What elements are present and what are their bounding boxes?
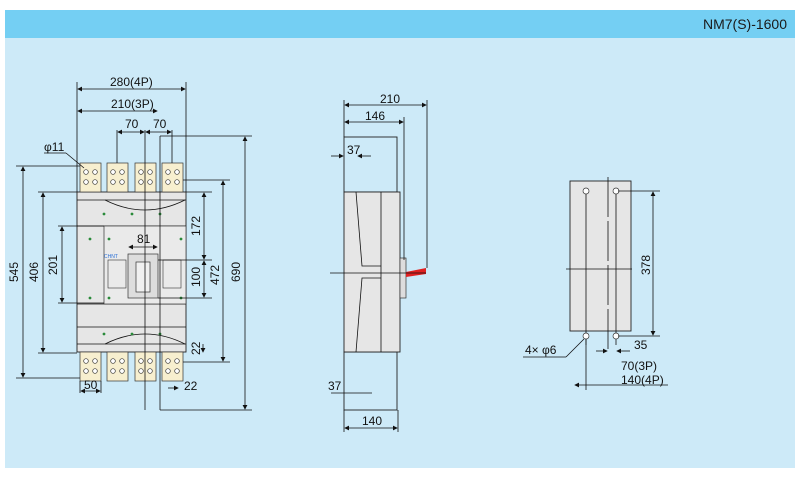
brand-label: CHNT — [104, 254, 118, 260]
terminal-hole — [174, 368, 180, 374]
dim-4x-phi-6: 4× φ6 — [525, 343, 557, 357]
terminal-hole — [110, 179, 116, 185]
terminal-hole — [83, 179, 89, 185]
terminal-hole — [119, 368, 125, 374]
terminal-hole — [83, 358, 89, 364]
terminal-hole — [83, 368, 89, 374]
dim-472: 472 — [208, 265, 222, 285]
dim-37-bottom: 37 — [328, 379, 342, 393]
mounting-holes — [582, 187, 620, 340]
terminal-hole — [147, 368, 153, 374]
dim-172: 172 — [189, 216, 203, 236]
terminal-hole — [92, 169, 98, 175]
dim-406: 406 — [27, 262, 41, 282]
terminal-hole — [138, 368, 144, 374]
dim-280-4p: 280(4P) — [110, 75, 153, 89]
dim-146: 146 — [365, 109, 385, 123]
terminal-hole — [138, 179, 144, 185]
model-title: NM7(S)-1600 — [702, 16, 787, 32]
terminal-hole — [92, 358, 98, 364]
dim-378: 378 — [639, 255, 653, 275]
terminal-hole — [147, 179, 153, 185]
terminal-hole — [147, 169, 153, 175]
dim-phi-11: φ11 — [44, 140, 65, 154]
terminal-hole — [174, 179, 180, 185]
terminal-hole — [147, 358, 153, 364]
top-terminals — [79, 162, 184, 193]
terminal-hole — [83, 169, 89, 175]
front-view: CHNT 280(4P) 210(3P) 70 70 φ11 — [7, 75, 252, 411]
dim-140-4p: 140(4P) — [621, 373, 664, 387]
side-view: 210 146 37 37 140 — [328, 92, 428, 432]
dim-70-b: 70 — [153, 117, 167, 131]
terminal-hole — [110, 169, 116, 175]
dim-210-side: 210 — [380, 92, 400, 106]
dim-201: 201 — [46, 255, 60, 275]
terminal-hole — [110, 368, 116, 374]
terminal-hole — [138, 358, 144, 364]
terminal-hole — [165, 179, 171, 185]
dim-545: 545 — [7, 262, 21, 282]
terminal-hole — [119, 358, 125, 364]
dim-70-3p: 70(3P) — [621, 359, 657, 373]
bottom-terminals — [79, 351, 184, 382]
dim-22-top: 22 — [189, 341, 203, 355]
terminal-hole — [165, 358, 171, 364]
mounting-plate — [569, 180, 632, 332]
terminal-hole — [119, 169, 125, 175]
terminal-hole — [174, 169, 180, 175]
dim-35: 35 — [634, 338, 648, 352]
terminal-hole — [165, 368, 171, 374]
dim-100: 100 — [189, 267, 203, 287]
header-bar: NM7(S)-1600 — [5, 10, 795, 38]
dim-140-side: 140 — [362, 414, 382, 428]
dim-37-top: 37 — [347, 143, 361, 157]
terminal-hole — [138, 169, 144, 175]
dim-690: 690 — [229, 262, 243, 282]
terminal-hole — [110, 358, 116, 364]
dim-70-a: 70 — [125, 117, 139, 131]
dim-50: 50 — [84, 378, 98, 392]
terminal-hole — [92, 179, 98, 185]
dim-22-bottom: 22 — [184, 379, 198, 393]
terminal-hole — [119, 179, 125, 185]
dim-81: 81 — [137, 232, 151, 246]
breaker-body-side — [343, 191, 401, 353]
terminal-hole — [92, 368, 98, 374]
handle-side — [406, 268, 426, 277]
dim-210-3p: 210(3P) — [111, 97, 154, 111]
terminal-hole — [174, 358, 180, 364]
terminal-hole — [165, 169, 171, 175]
mounting-view: 378 4× φ6 35 70(3P) 140(4P) — [523, 177, 668, 390]
handle-front — [135, 261, 151, 293]
terminal-holes — [83, 169, 180, 374]
